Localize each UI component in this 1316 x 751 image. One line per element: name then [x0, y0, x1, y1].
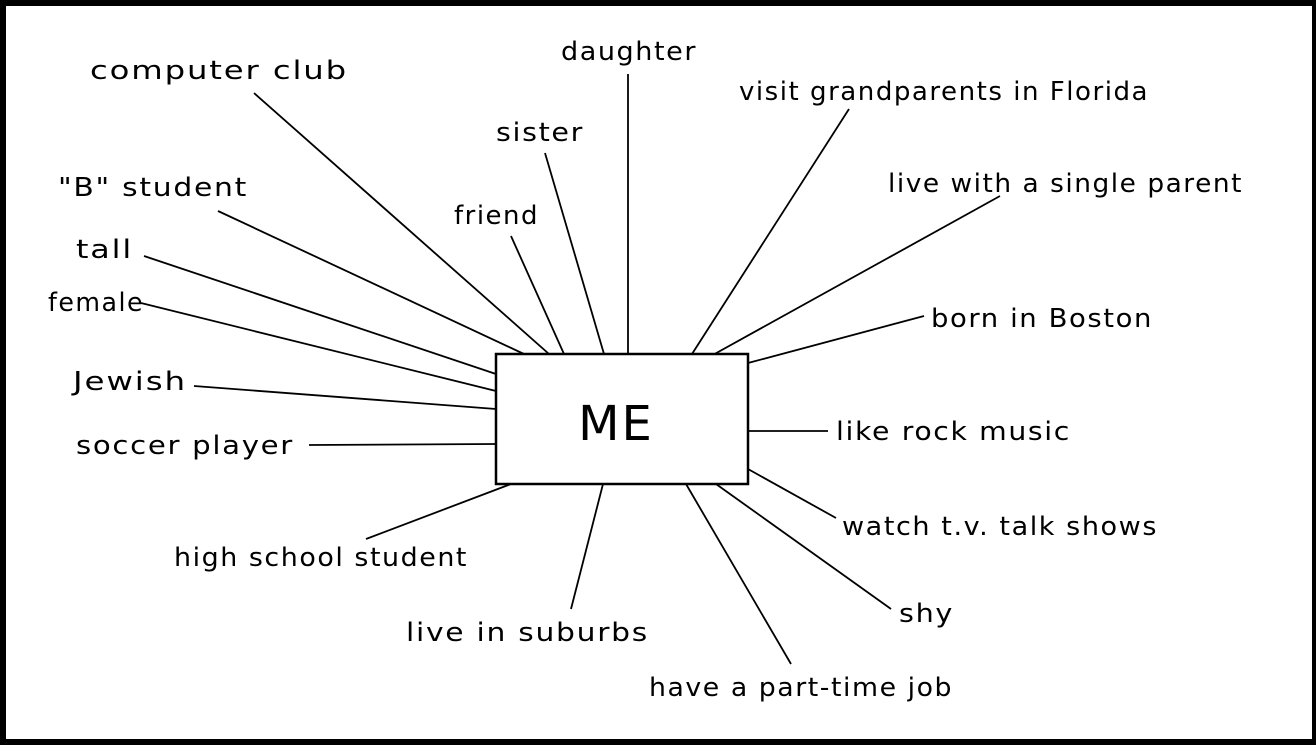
label-soccer-player: soccer player: [76, 431, 294, 461]
label-sister: sister: [496, 118, 584, 148]
connector-jewish: [193, 385, 497, 410]
connector-suburbs: [570, 483, 604, 610]
connector-female: [140, 302, 497, 392]
label-single-parent: live with a single parent: [888, 169, 1243, 199]
connector-born-in-boston: [747, 315, 925, 364]
label-visit-grandparents: visit grandparents in Florida: [739, 77, 1149, 107]
label-b-student: "B" student: [58, 173, 248, 203]
connector-single-parent: [710, 195, 1001, 357]
connector-friend: [510, 235, 565, 355]
connector-soccer-player: [308, 443, 497, 446]
connector-visit-grandparents: [691, 108, 850, 355]
label-female: female: [48, 288, 144, 318]
center-label: ME: [578, 396, 654, 452]
connector-lines: [140, 74, 1001, 665]
connector-computer-club: [253, 92, 550, 355]
label-shy: shy: [899, 599, 954, 629]
connector-part-time-job: [685, 483, 792, 665]
center-box: [494, 352, 750, 486]
connector-talk-shows: [747, 468, 837, 519]
label-computer-club: computer club: [90, 56, 348, 86]
identity-web-diagram: ME computer club daughter visit grandpar…: [48, 37, 1243, 703]
label-live-in-suburbs: live in suburbs: [406, 618, 649, 648]
label-part-time-job: have a part-time job: [649, 673, 953, 703]
attribute-labels: computer club daughter visit grandparent…: [48, 37, 1243, 703]
label-jewish: Jewish: [70, 367, 187, 397]
connector-sister: [544, 152, 605, 355]
label-friend: friend: [454, 201, 539, 231]
connector-tall: [143, 255, 497, 375]
connector-shy: [715, 483, 892, 610]
label-talk-shows: watch t.v. talk shows: [842, 512, 1158, 542]
label-high-school-student: high school student: [174, 543, 468, 573]
label-rock-music: like rock music: [836, 417, 1071, 447]
label-tall: tall: [76, 235, 133, 265]
connector-b-student: [217, 210, 525, 355]
label-born-in-boston: born in Boston: [931, 304, 1153, 334]
label-daughter: daughter: [561, 37, 697, 67]
connector-high-school: [365, 483, 512, 540]
